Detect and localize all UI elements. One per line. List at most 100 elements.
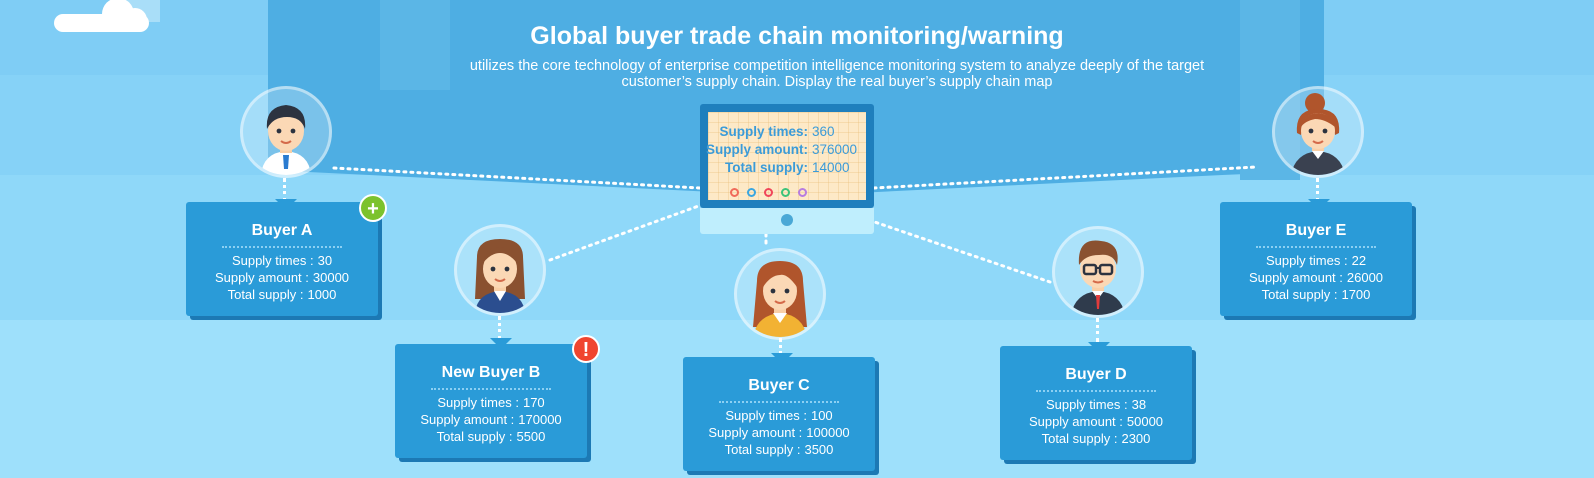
monitor-value: 360: [812, 124, 835, 139]
man-avatar-icon: [261, 105, 311, 175]
divider: [1256, 246, 1376, 248]
buyer-supply-times: Supply times :170: [395, 394, 587, 411]
label: Supply amount :: [1248, 270, 1343, 285]
buyer-supply-amount: Supply amount :50000: [1000, 413, 1192, 430]
divider: [1036, 390, 1156, 392]
buyer-name: Buyer A: [251, 222, 313, 239]
label: Supply times :: [1265, 253, 1348, 268]
woman-avatar-icon: [475, 239, 525, 313]
monitor-power-icon: [781, 214, 793, 226]
monitor-label: Total supply:: [725, 160, 808, 175]
buyer-total-supply: Total supply :3500: [683, 441, 875, 458]
label: Supply amount :: [1028, 414, 1123, 429]
label: Supply times :: [725, 408, 807, 423]
value: 38: [1131, 397, 1147, 412]
monitor: Supply times: 360 Supply amount: 376000 …: [700, 104, 874, 208]
link-buyer-d: [820, 202, 1052, 284]
woman-ponytail-avatar-icon: [1291, 93, 1345, 175]
indicator-dot: [730, 188, 739, 197]
link-buyer-b: [548, 202, 706, 262]
buyer-card-e: Buyer E Supply times :22 Supply amount :…: [1220, 202, 1412, 316]
buyer-card-d: Buyer D Supply times :38 Supply amount :…: [1000, 346, 1192, 460]
label: Total supply :: [724, 442, 801, 457]
label: Supply amount :: [214, 270, 309, 285]
buyer-supply-times: Supply times :100: [683, 407, 875, 424]
buyer-name: Buyer E: [1285, 222, 1347, 239]
plus-icon[interactable]: +: [359, 194, 387, 222]
label: Total supply :: [1041, 431, 1118, 446]
buyer-total-supply: Total supply :1700: [1220, 286, 1412, 303]
avatar-buyer-b: [454, 224, 546, 316]
monitor-label: Supply amount:: [706, 142, 808, 157]
label: Total supply :: [1261, 287, 1338, 302]
buyer-total-supply: Total supply :5500: [395, 428, 587, 445]
page-title: Global buyer trade chain monitoring/warn…: [530, 22, 1064, 50]
man-glasses-avatar-icon: [1071, 240, 1125, 315]
connector: [498, 316, 501, 340]
buyer-supply-times: Supply times :22: [1220, 252, 1412, 269]
label: Supply times :: [231, 253, 314, 268]
connector: [283, 178, 286, 202]
value: 26000: [1346, 270, 1384, 285]
buyer-total-supply: Total supply :1000: [186, 286, 378, 303]
avatar-buyer-c: [734, 248, 826, 340]
link-buyer-a: [332, 166, 702, 190]
monitor-stand: [700, 208, 874, 234]
divider: [719, 401, 839, 403]
buyer-card-b: New Buyer B Supply times :170 Supply amo…: [395, 344, 587, 458]
buyer-supply-times: Supply times :38: [1000, 396, 1192, 413]
value: 100000: [806, 425, 850, 440]
cloud-icon: [54, 0, 160, 32]
value: 3500: [804, 442, 834, 457]
value: 30: [317, 253, 333, 268]
value: 1700: [1341, 287, 1371, 302]
value: 30000: [312, 270, 350, 285]
buyer-supply-amount: Supply amount :100000: [683, 424, 875, 441]
buyer-supply-amount: Supply amount :30000: [186, 269, 378, 286]
buyer-name: New Buyer B: [441, 364, 541, 381]
avatar-buyer-a: [240, 86, 332, 178]
alert-icon[interactable]: !: [572, 335, 600, 363]
monitor-value: 14000: [812, 160, 850, 175]
label: Supply amount :: [420, 412, 515, 427]
header-panel-accent: [380, 0, 450, 90]
label: Total supply :: [227, 287, 304, 302]
monitor-value: 376000: [812, 142, 858, 157]
woman-avatar-icon: [753, 261, 807, 337]
indicator-dot: [798, 188, 807, 197]
buyer-total-supply: Total supply :2300: [1000, 430, 1192, 447]
value: 1000: [307, 287, 337, 302]
monitor-label: Supply times:: [719, 124, 808, 139]
subtitle-line: utilizes the core technology of enterpri…: [469, 58, 1205, 74]
buyer-card-c: Buyer C Supply times :100 Supply amount …: [683, 357, 875, 471]
label: Supply times :: [437, 395, 519, 410]
avatar-buyer-d: [1052, 226, 1144, 318]
buyer-supply-amount: Supply amount :26000: [1220, 269, 1412, 286]
connector: [779, 338, 782, 362]
value: 5500: [516, 429, 546, 444]
label: Supply amount :: [708, 425, 803, 440]
indicator-dot: [781, 188, 790, 197]
indicator-dot: [764, 188, 773, 197]
value: 100: [810, 408, 833, 423]
connector: [1316, 178, 1319, 202]
subtitle-line: customer’s supply chain. Display the rea…: [621, 74, 1053, 90]
label: Total supply :: [436, 429, 513, 444]
value: 170: [522, 395, 545, 410]
page-subtitle: utilizes the core technology of enterpri…: [447, 58, 1227, 90]
buyer-supply-amount: Supply amount :170000: [395, 411, 587, 428]
indicator-dot: [747, 188, 756, 197]
divider: [222, 246, 342, 248]
divider: [431, 388, 551, 390]
buyer-name: Buyer C: [748, 377, 810, 394]
value: 50000: [1126, 414, 1164, 429]
card-pointer: [490, 338, 512, 349]
buyer-card-a: Buyer A Supply times :30 Supply amount :…: [186, 202, 378, 316]
link-buyer-e: [872, 165, 1258, 190]
value: 170000: [518, 412, 562, 427]
connector: [1096, 318, 1099, 342]
buyer-name: Buyer D: [1065, 366, 1127, 383]
monitor-screen: Supply times: 360 Supply amount: 376000 …: [706, 112, 866, 200]
avatar-buyer-e: [1272, 86, 1364, 178]
buyer-supply-times: Supply times :30: [186, 252, 378, 269]
